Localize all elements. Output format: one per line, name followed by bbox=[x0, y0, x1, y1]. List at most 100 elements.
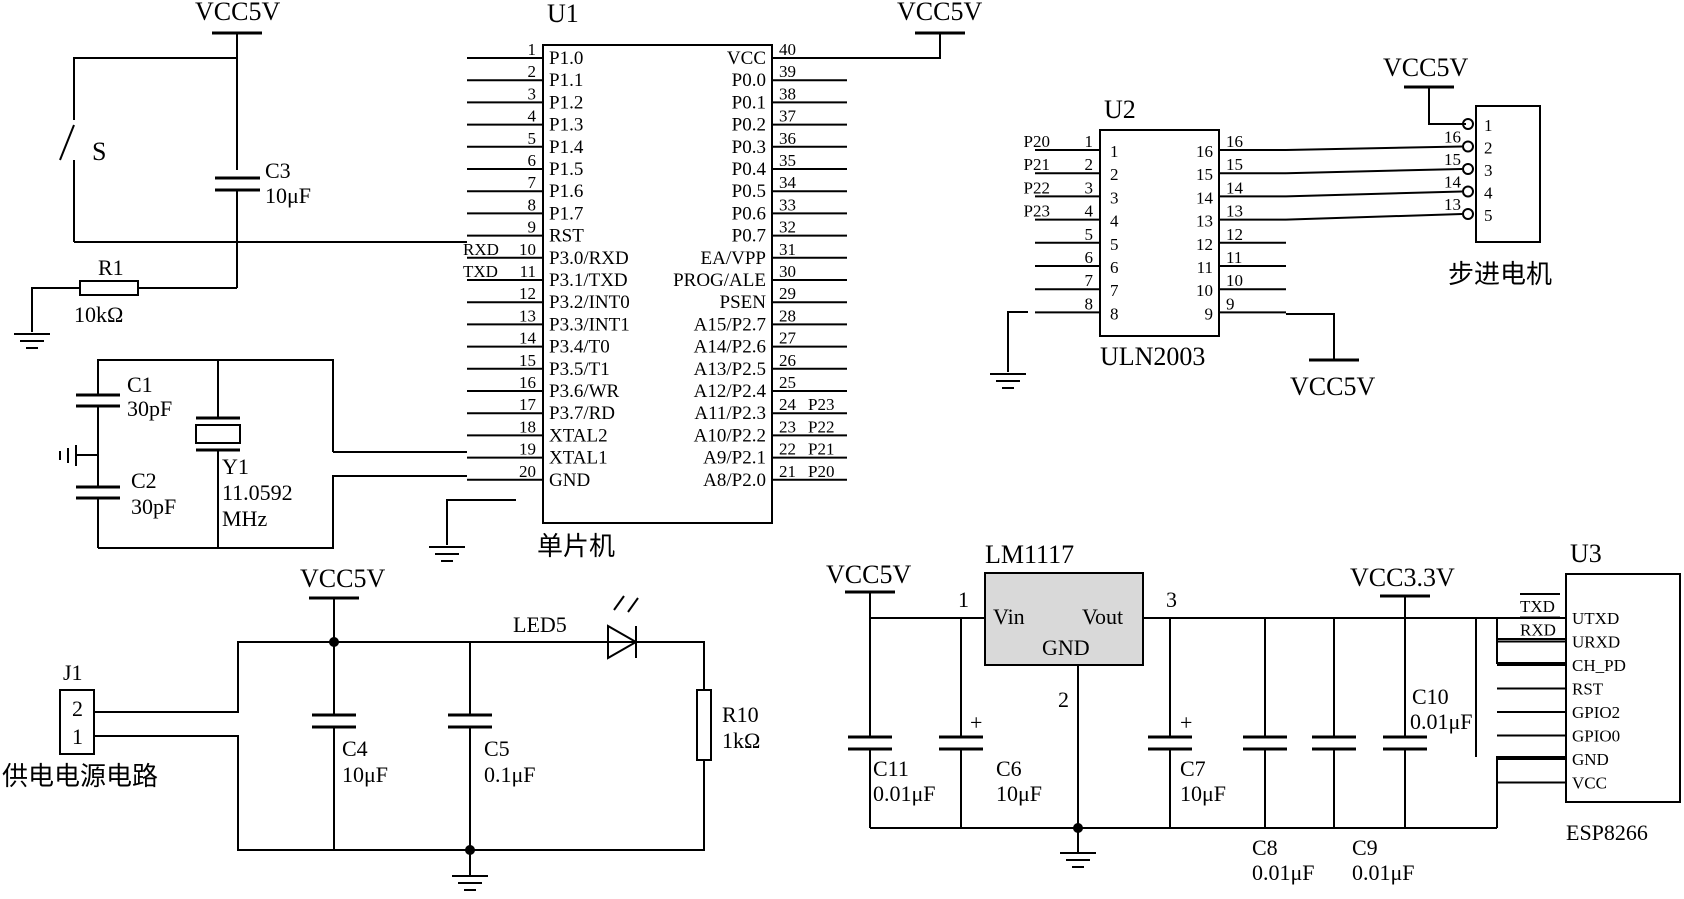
lm1117-vin: Vin bbox=[993, 604, 1025, 629]
u2-pin-number: 9 bbox=[1226, 294, 1235, 313]
mcu-pin-number: 36 bbox=[779, 129, 796, 148]
wire bbox=[31, 287, 80, 332]
mcu-pin-number: 20 bbox=[519, 462, 536, 481]
power-vcc-label: VCC5V bbox=[300, 564, 385, 593]
lm1117-gnd: GND bbox=[1042, 635, 1090, 660]
motor-pin-number: 3 bbox=[1484, 161, 1493, 180]
c7-value: 10μF bbox=[1180, 781, 1226, 806]
mcu-pin-number: 27 bbox=[779, 329, 797, 348]
c1-ref: C1 bbox=[127, 372, 153, 397]
motor-pin-number: 4 bbox=[1484, 184, 1493, 203]
u2-pin-number-inner: 3 bbox=[1110, 188, 1119, 207]
mcu-pin-name: P3.7/RD bbox=[549, 403, 615, 424]
mcu-pin-number: 1 bbox=[528, 40, 537, 59]
wifi-u3: U3 ESP8266 UTXDTXDURXDRXDCH_PDRSTGPIO2GP… bbox=[1497, 539, 1681, 845]
mcu-pin-number: 22 bbox=[779, 440, 796, 459]
u2-net-label: P20 bbox=[1024, 132, 1050, 151]
mcu-pin-name: P0.3 bbox=[732, 137, 766, 158]
u2-pin-number-inner: 7 bbox=[1110, 281, 1119, 300]
mcu-pin-name: XTAL1 bbox=[549, 448, 608, 469]
esp-net-label: RXD bbox=[1520, 621, 1556, 640]
u2-pin-number: 5 bbox=[1085, 225, 1094, 244]
motor-wire bbox=[1285, 145, 1463, 151]
motor-pin-number: 2 bbox=[1484, 139, 1493, 158]
u2-net-label: P21 bbox=[1024, 155, 1050, 174]
switch-s bbox=[59, 124, 75, 161]
mcu-pin-number: 24 bbox=[779, 395, 797, 414]
mcu-pin-name: P1.6 bbox=[549, 181, 583, 202]
mcu-pin-number: 11 bbox=[520, 262, 536, 281]
lm1117-pin2: 2 bbox=[1058, 687, 1069, 712]
u2-pin-number-inner: 6 bbox=[1110, 258, 1119, 277]
mcu-pin-number: 10 bbox=[519, 240, 536, 259]
mcu-net-label: P21 bbox=[808, 440, 834, 459]
mcu-pin-number: 3 bbox=[528, 84, 537, 103]
motor-pin-terminal bbox=[1462, 185, 1474, 198]
mcu-pin-name: GND bbox=[549, 470, 590, 491]
mcu-pin-number: 40 bbox=[779, 40, 796, 59]
c6-value: 10μF bbox=[996, 781, 1042, 806]
wire bbox=[97, 359, 334, 452]
motor-pin-number: 5 bbox=[1484, 206, 1493, 225]
motor-connector bbox=[1475, 105, 1541, 243]
c6-plus: + bbox=[970, 710, 982, 735]
mcu-pin-name: P1.5 bbox=[549, 159, 583, 180]
mcu-pin-number: 15 bbox=[519, 351, 536, 370]
wire bbox=[1496, 756, 1566, 828]
c3-ref: C3 bbox=[265, 158, 291, 183]
c11-value: 0.01μF bbox=[873, 781, 936, 806]
mcu-pin-number: 32 bbox=[779, 218, 796, 237]
reg-vcc-in: VCC5V bbox=[826, 560, 911, 589]
mcu-pin-name: P3.5/T1 bbox=[549, 359, 610, 380]
j1-pin1: 1 bbox=[72, 724, 83, 749]
u2-pin-number: 4 bbox=[1085, 202, 1094, 221]
u2-pin-number-inner: 13 bbox=[1196, 212, 1213, 231]
connector-j1 bbox=[59, 689, 95, 755]
uln2003-body bbox=[1099, 129, 1220, 337]
ground-symbol bbox=[1060, 852, 1096, 868]
reset-circuit: VCC5V S C3 10μF R1 10kΩ bbox=[14, 0, 467, 349]
mcu-pin-name: P0.6 bbox=[732, 203, 766, 224]
mcu-pin-name: P0.0 bbox=[732, 70, 766, 91]
motor-pin-terminal bbox=[1462, 118, 1474, 130]
y1-ref: Y1 bbox=[222, 454, 249, 479]
c5-ref: C5 bbox=[484, 736, 510, 761]
c7-ref: C7 bbox=[1180, 756, 1206, 781]
led-arrow bbox=[627, 597, 639, 613]
mcu-pin-number: 37 bbox=[779, 107, 797, 126]
c1-value: 30pF bbox=[127, 396, 172, 421]
mcu-pin-number: 23 bbox=[779, 417, 796, 436]
led5-label: LED5 bbox=[513, 612, 567, 637]
mcu-pin-name: P1.7 bbox=[549, 203, 583, 224]
mcu-pin-number: 25 bbox=[779, 373, 796, 392]
c10-value: 0.01μF bbox=[1410, 709, 1473, 734]
mcu-pin-name: P3.0/RXD bbox=[549, 248, 629, 269]
power-title: 供电电源电路 bbox=[2, 762, 158, 791]
ground-symbol bbox=[14, 333, 50, 349]
ground-symbol bbox=[429, 546, 465, 562]
mcu-pin-number: 26 bbox=[779, 351, 796, 370]
r10-ref: R10 bbox=[722, 702, 759, 727]
c11-ref: C11 bbox=[873, 756, 909, 781]
crystal-y1-body bbox=[195, 424, 241, 444]
motor-wire-label: 15 bbox=[1444, 150, 1461, 169]
r1-value: 10kΩ bbox=[74, 302, 123, 327]
mcu-pin-name: A12/P2.4 bbox=[694, 381, 767, 402]
led-arrow bbox=[613, 595, 625, 611]
mcu-net-label: P23 bbox=[808, 395, 834, 414]
mcu-pin-name: P0.1 bbox=[732, 92, 766, 113]
led5 bbox=[607, 624, 639, 660]
mcu-pin-name: RST bbox=[549, 226, 584, 247]
u2-net-label: P23 bbox=[1024, 202, 1050, 221]
switch-label: S bbox=[92, 137, 106, 166]
mcu-pin-name: P3.2/INT0 bbox=[549, 292, 630, 313]
u2-pin-number: 6 bbox=[1085, 248, 1094, 267]
esp-pin-name: VCC bbox=[1572, 774, 1607, 793]
c9-ref: C9 bbox=[1352, 835, 1378, 860]
motor-wire-label: 16 bbox=[1444, 128, 1461, 147]
u2-pin-number-inner: 15 bbox=[1196, 165, 1213, 184]
u2-pin-number: 15 bbox=[1226, 155, 1243, 174]
esp8266-part: ESP8266 bbox=[1566, 820, 1648, 845]
